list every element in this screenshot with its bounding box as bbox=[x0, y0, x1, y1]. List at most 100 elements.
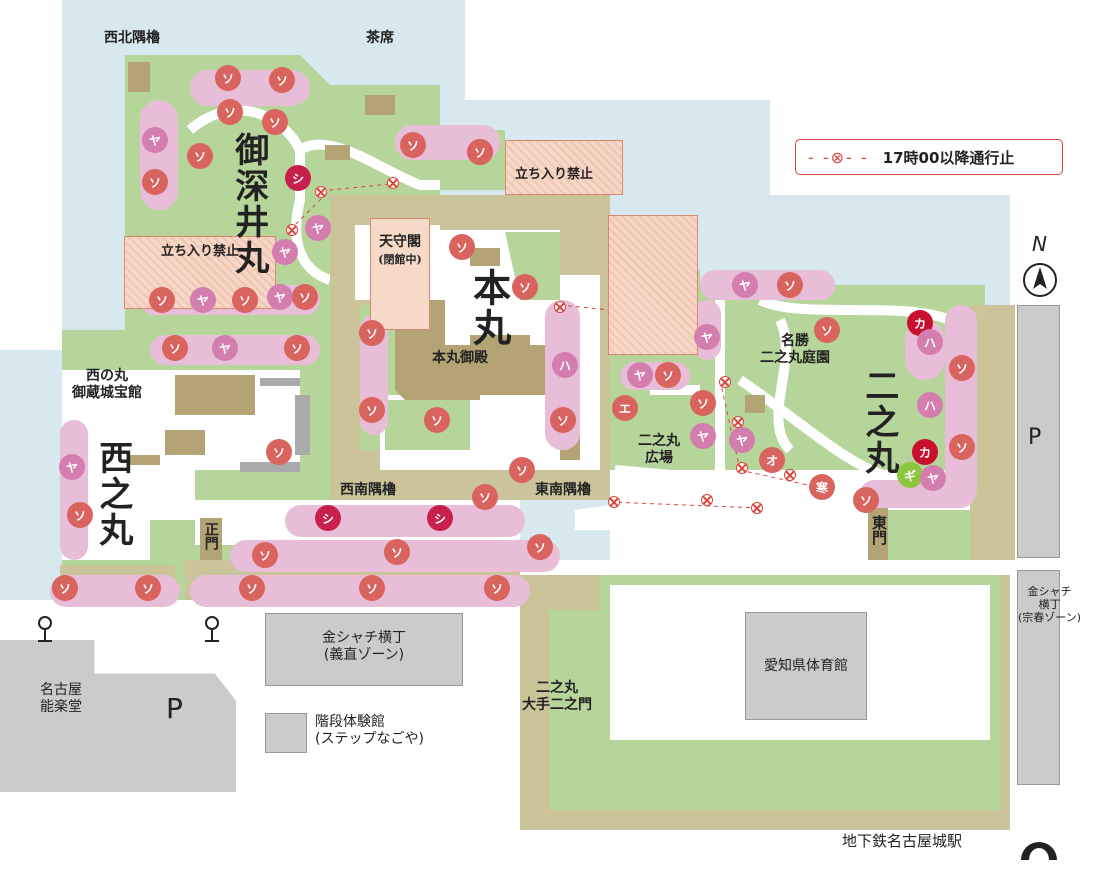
noh-line1: 名古屋 bbox=[40, 682, 82, 698]
cherry-tree-marker-somei: ソ bbox=[446, 231, 478, 263]
cherry-tree-marker-gyoiko: ギ bbox=[894, 459, 926, 491]
label-restricted-1: 立ち入り禁止 bbox=[160, 244, 239, 259]
otemon-line1: 二之丸 bbox=[536, 680, 578, 696]
cherry-tree-marker-somei: ソ bbox=[652, 359, 684, 391]
location-pin-icon bbox=[38, 616, 52, 642]
parking-east[interactable] bbox=[1017, 305, 1060, 558]
cherry-tree-marker-yama: ハ bbox=[914, 389, 946, 421]
cherry-tree-marker-somei: ソ bbox=[421, 404, 453, 436]
cherry-tree-marker-somei: ソ bbox=[469, 481, 501, 513]
cherry-tree-marker-somei: ソ bbox=[509, 271, 541, 303]
label-step-nagoya: 階段体験館(ステップなごや) bbox=[315, 714, 424, 748]
kinshachi-yokocho-muneharu[interactable] bbox=[1017, 570, 1060, 785]
step-line1: 階段体験館 bbox=[315, 714, 385, 730]
plaza-line2: 広場 bbox=[645, 449, 673, 466]
cherry-tree-marker-somei: ソ bbox=[946, 352, 978, 384]
cherry-tree-marker-somei: ソ bbox=[524, 531, 556, 563]
label-kinshachi: 金シャチ横丁(義直ゾーン) bbox=[265, 630, 463, 664]
cherry-tree-marker-somei: ソ bbox=[259, 106, 291, 138]
cherry-tree-marker-shidare: シ bbox=[282, 162, 314, 194]
label-sw-turret: 西南隅櫓 bbox=[340, 482, 396, 498]
cherry-tree-marker-kan: カ bbox=[909, 436, 941, 468]
noh-line2: 能楽堂 bbox=[40, 698, 82, 715]
tenshukaku-name: 天守閣 bbox=[379, 234, 421, 250]
cherry-tree-marker-somei: ソ bbox=[266, 64, 298, 96]
main-gate-building bbox=[200, 518, 222, 568]
cherry-tree-marker-yama: ハ bbox=[549, 349, 581, 381]
legend-label: 17時00以降通行止 bbox=[882, 148, 1015, 167]
closed-gate-icon bbox=[784, 469, 796, 481]
kinshachi-r-line1: 金シャチ bbox=[1027, 585, 1072, 598]
closed-gate-icon bbox=[736, 462, 748, 474]
restricted-area-east bbox=[505, 140, 623, 195]
north-arrow-icon bbox=[1023, 263, 1057, 297]
cherry-tree-marker-somei: ソ bbox=[547, 404, 579, 436]
closed-gate-icon bbox=[751, 502, 763, 514]
tenshukaku-status: (閉館中) bbox=[378, 252, 422, 266]
closed-gate-icon bbox=[315, 186, 327, 198]
subway-icon bbox=[1021, 841, 1057, 860]
storehouse-line2: 御蔵城宝館 bbox=[72, 384, 142, 401]
cherry-tree-marker-yama: ヤ bbox=[726, 424, 758, 456]
garden-line1: 名勝 bbox=[781, 333, 809, 349]
cherry-tree-marker-somei: ソ bbox=[356, 317, 388, 349]
cherry-tree-marker-somei: ソ bbox=[946, 431, 978, 463]
cherry-tree-marker-somei: ソ bbox=[397, 129, 429, 161]
cherry-tree-marker-somei: ソ bbox=[249, 539, 281, 571]
closed-gate-icon bbox=[719, 376, 731, 388]
step-nagoya-legend-swatch bbox=[265, 713, 307, 753]
label-otemon: 二之丸大手二之門 bbox=[522, 680, 592, 714]
kinshachi-r-line2: 横丁 bbox=[1038, 598, 1061, 612]
closed-gate-icon bbox=[387, 177, 399, 189]
cherry-tree-marker-yama: ヤ bbox=[687, 420, 719, 452]
aichi-gym[interactable] bbox=[745, 612, 867, 720]
closed-gate-icon bbox=[701, 494, 713, 506]
label-garden: 名勝二之丸庭園 bbox=[760, 333, 830, 367]
cherry-tree-marker-yama: ヤ bbox=[187, 284, 219, 316]
cherry-tree-marker-yama: ヤ bbox=[139, 124, 171, 156]
cherry-tree-marker-somei: ソ bbox=[229, 284, 261, 316]
cherry-tree-marker-somei: ソ bbox=[356, 572, 388, 604]
label-honmaru: 本丸 bbox=[466, 268, 512, 348]
cherry-tree-marker-somei: ソ bbox=[774, 269, 806, 301]
tenshukaku-building bbox=[370, 218, 430, 330]
storehouse-line1: 西の丸 bbox=[86, 368, 128, 384]
cherry-tree-marker-somei: ソ bbox=[356, 394, 388, 426]
label-ninomaru-plaza: 二之丸広場 bbox=[638, 433, 680, 467]
restricted-area-honmaru-east bbox=[608, 215, 698, 355]
cherry-tree-marker-somei: 寒 bbox=[806, 471, 838, 503]
label-ofukei-maru: 御深井丸 bbox=[228, 132, 269, 276]
label-se-turret: 東南隅櫓 bbox=[535, 482, 591, 498]
label-subway-station: 地下鉄名古屋城駅 bbox=[842, 832, 963, 850]
label-tea-house: 茶席 bbox=[366, 30, 394, 46]
cherry-tree-marker-somei: ソ bbox=[64, 499, 96, 531]
honmaru-palace-building bbox=[395, 300, 545, 400]
cherry-tree-marker-somei: エ bbox=[609, 392, 641, 424]
cherry-tree-marker-yama: ヤ bbox=[269, 236, 301, 268]
parking-label-west: P bbox=[166, 692, 183, 725]
closed-gate-icon: - -⊗- - bbox=[808, 147, 869, 167]
closed-gate-icon bbox=[608, 496, 620, 508]
label-noh-theater: 名古屋能楽堂 bbox=[40, 682, 82, 716]
cherry-tree-marker-somei: ソ bbox=[159, 332, 191, 364]
cherry-tree-marker-somei: ソ bbox=[184, 140, 216, 172]
label-honmaru-palace: 本丸御殿 bbox=[432, 350, 488, 366]
cherry-tree-marker-shidare: シ bbox=[424, 502, 456, 534]
parking-label-east: P bbox=[1028, 425, 1042, 450]
cherry-tree-marker-yama: ヤ bbox=[624, 359, 656, 391]
cherry-tree-marker-somei: ソ bbox=[214, 96, 246, 128]
cherry-tree-marker-yama: ハ bbox=[914, 326, 946, 358]
cherry-tree-marker-somei: ソ bbox=[263, 436, 295, 468]
cherry-tree-marker-somei: ソ bbox=[289, 281, 321, 313]
otemon-line2: 大手二之門 bbox=[522, 696, 592, 713]
closed-gate-icon bbox=[554, 301, 566, 313]
kinshachi-yokocho-yoshinao[interactable] bbox=[265, 613, 463, 686]
cherry-tree-marker-somei: ソ bbox=[506, 454, 538, 486]
legend-closed-after-17: - -⊗- - 17時00以降通行止 bbox=[795, 139, 1063, 175]
label-storehouse: 西の丸御蔵城宝館 bbox=[72, 368, 142, 402]
label-ninomaru: 二之丸 bbox=[858, 368, 899, 476]
cherry-tree-marker-somei: ソ bbox=[381, 536, 413, 568]
label-tenshukaku: 天守閣 (閉館中) bbox=[372, 234, 428, 268]
cherry-tree-marker-yama: ヤ bbox=[56, 451, 88, 483]
